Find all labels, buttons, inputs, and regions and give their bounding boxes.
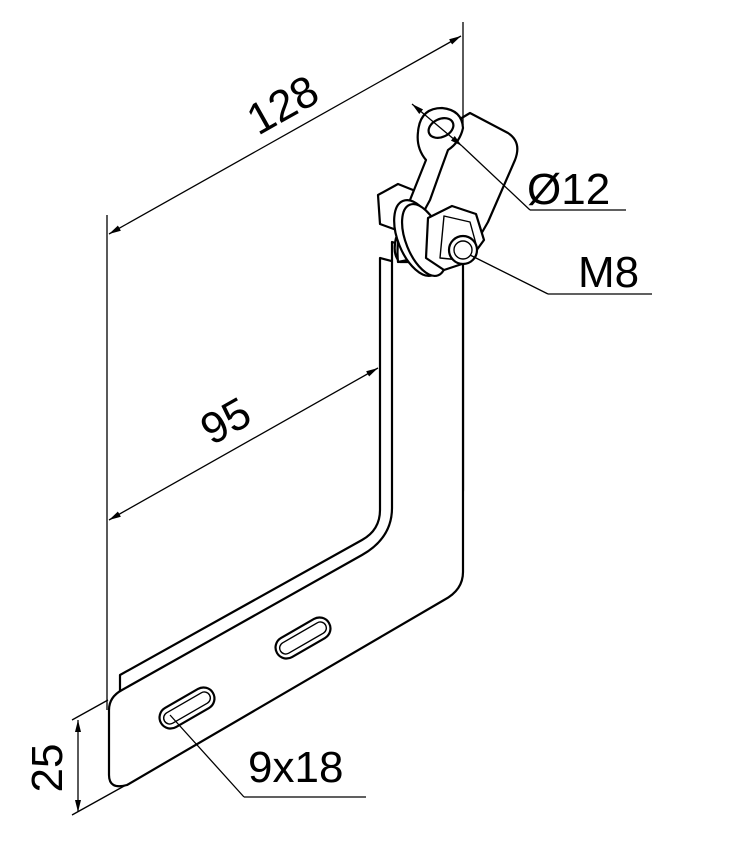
dim-9x18-label: 9x18 <box>248 743 343 792</box>
dim-thread-size: M8 <box>469 248 652 297</box>
dim-95-label: 95 <box>193 388 260 455</box>
bracket-bend-line <box>119 257 381 676</box>
dim-128-label: 128 <box>239 66 327 145</box>
dim-slot-size: 9x18 <box>169 714 366 798</box>
dim-inner-length: 95 <box>108 367 379 521</box>
bracket-body <box>107 240 465 788</box>
dim-width: 25 <box>23 699 127 816</box>
bracket-strap-front <box>107 240 465 788</box>
dim-hole-diameter: Ø12 <box>411 103 626 214</box>
dim-m8-label: M8 <box>578 248 639 297</box>
dim-25-label: 25 <box>23 744 72 793</box>
slot-upper <box>274 616 332 660</box>
bolt-end-m8 <box>447 234 479 266</box>
dim-diameter-label: Ø12 <box>527 165 610 214</box>
